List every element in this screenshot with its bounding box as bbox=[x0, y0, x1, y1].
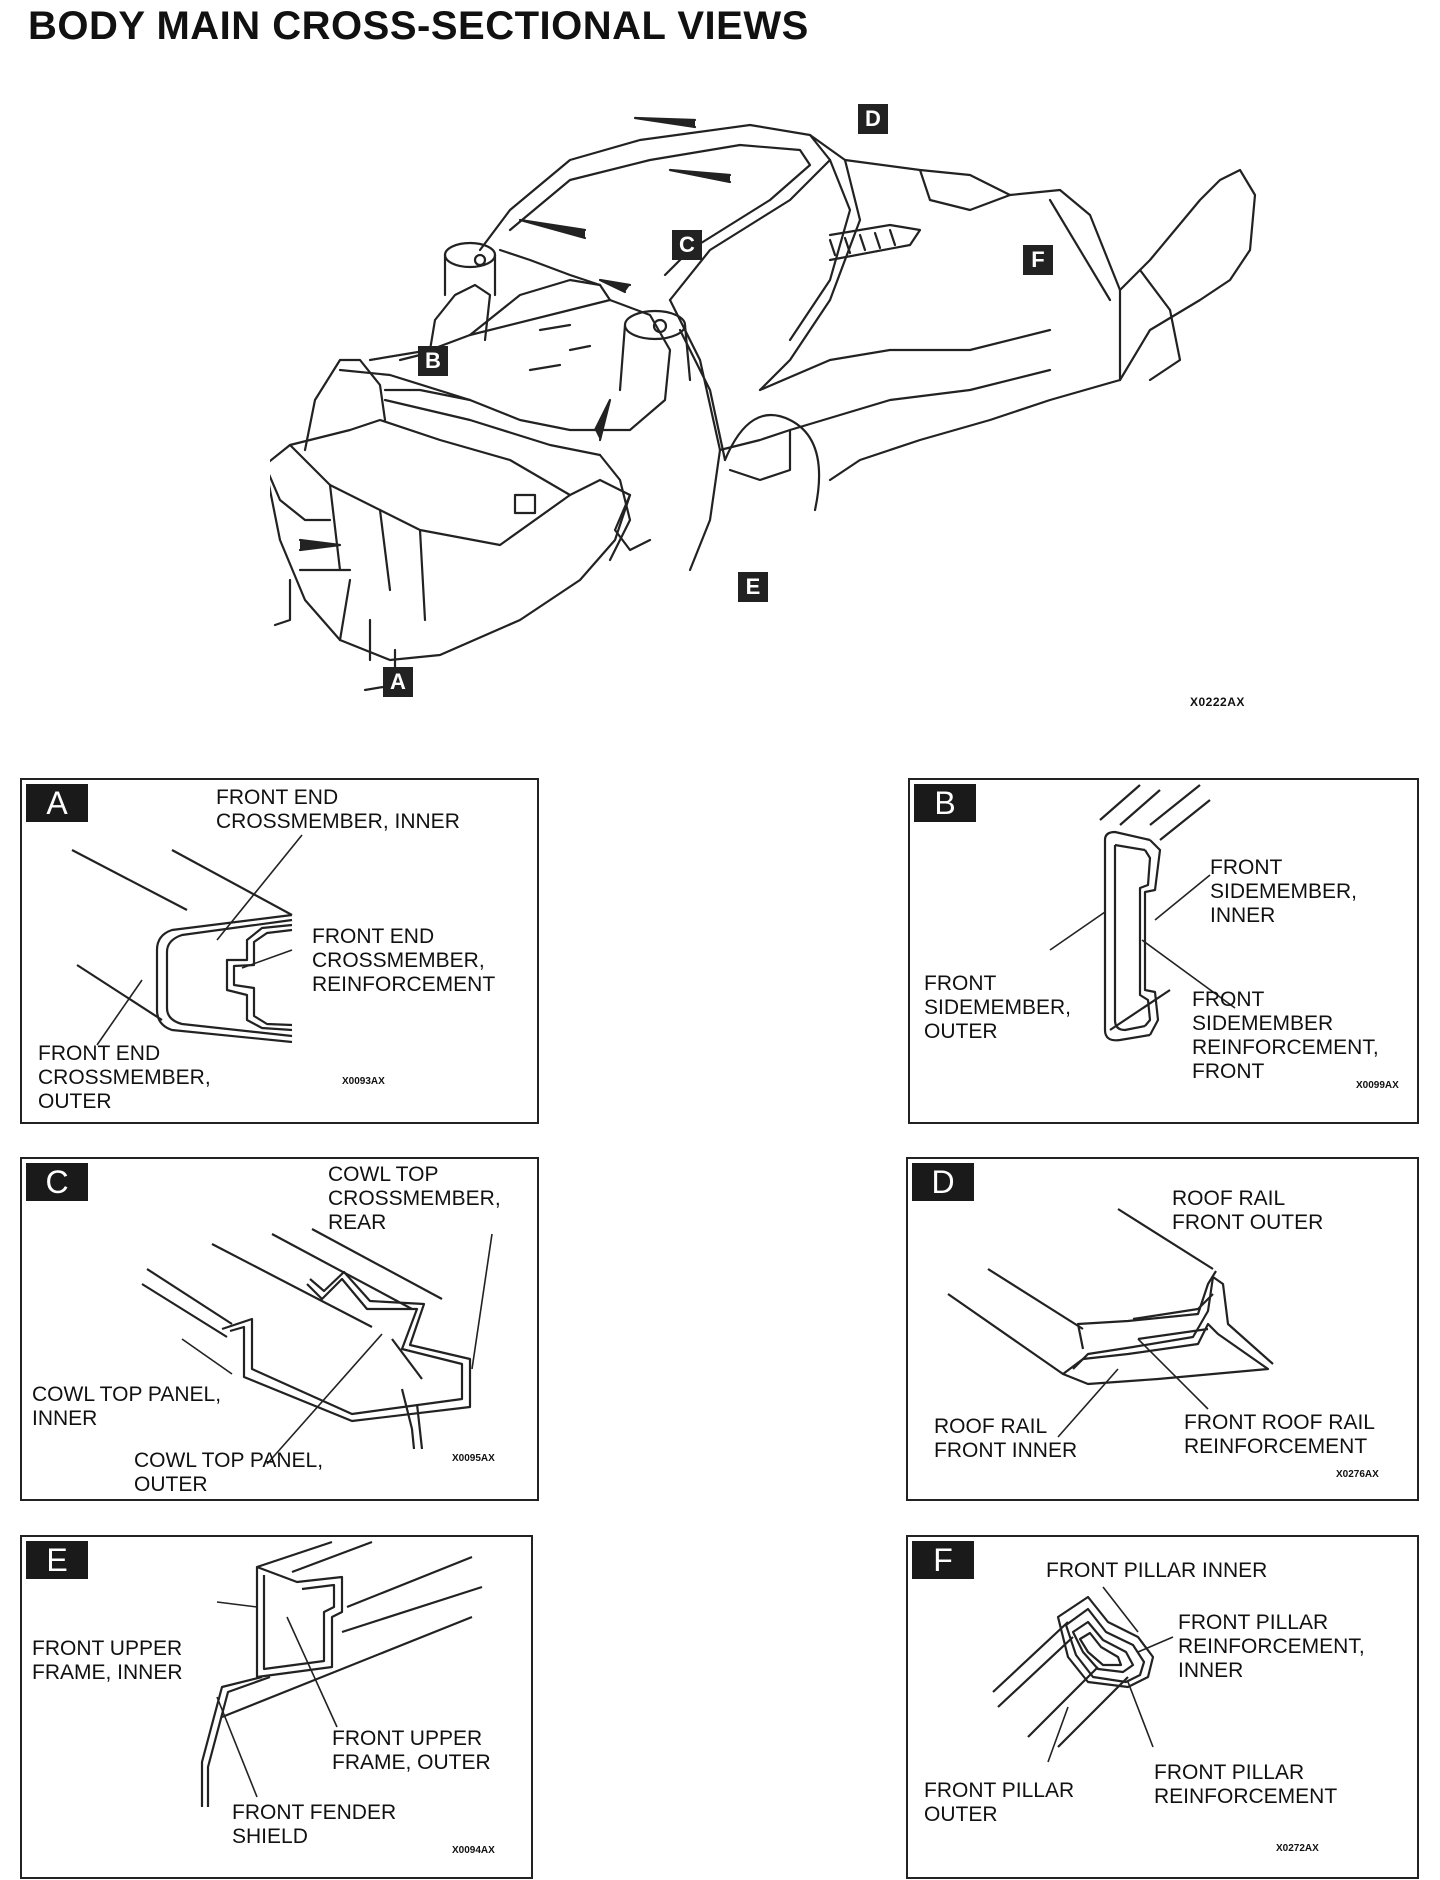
label-front-end-crossmember-outer: FRONT END CROSSMEMBER, OUTER bbox=[38, 1042, 211, 1113]
section-panel-e: E FRONT UPPER FRAME, INNER FRONT UPPER F… bbox=[20, 1535, 533, 1879]
panel-badge-c: C bbox=[26, 1163, 88, 1201]
label-roof-rail-front-outer: ROOF RAIL FRONT OUTER bbox=[1172, 1187, 1324, 1234]
panel-code-e: X0094AX bbox=[452, 1845, 495, 1856]
marker-f: F bbox=[1023, 245, 1053, 275]
panel-badge-e: E bbox=[26, 1541, 88, 1579]
label-roof-rail-front-inner: ROOF RAIL FRONT INNER bbox=[934, 1415, 1078, 1462]
label-cowl-top-panel-outer: COWL TOP PANEL, OUTER bbox=[134, 1449, 324, 1496]
label-front-sidemember-inner: FRONT SIDEMEMBER, INNER bbox=[1210, 856, 1358, 927]
marker-b: B bbox=[418, 346, 448, 376]
marker-c: C bbox=[672, 230, 702, 260]
label-front-pillar-reinforcement-inner: FRONT PILLAR REINFORCEMENT, INNER bbox=[1178, 1611, 1365, 1682]
label-front-sidemember-outer: FRONT SIDEMEMBER, OUTER bbox=[924, 972, 1072, 1043]
panel-code-a: X0093AX bbox=[342, 1076, 385, 1087]
section-panel-a: A FRONT END CROSSMEMBER, INNER FRONT END… bbox=[20, 778, 539, 1124]
section-panel-b: B FRONT SIDEMEMBER, INNER FRONT SIDEMEMB… bbox=[908, 778, 1419, 1124]
panel-badge-b: B bbox=[914, 784, 976, 822]
panel-code-f: X0272AX bbox=[1276, 1843, 1319, 1854]
label-cowl-top-panel-inner: COWL TOP PANEL, INNER bbox=[32, 1383, 222, 1430]
label-front-pillar-inner: FRONT PILLAR INNER bbox=[1046, 1559, 1268, 1582]
label-front-end-crossmember-inner: FRONT END CROSSMEMBER, INNER bbox=[216, 786, 460, 833]
label-front-upper-frame-inner: FRONT UPPER FRAME, INNER bbox=[32, 1637, 183, 1684]
overview-figure-code: X0222AX bbox=[1190, 695, 1245, 709]
panel-badge-a: A bbox=[26, 784, 88, 822]
label-front-end-crossmember-reinforcement: FRONT END CROSSMEMBER, REINFORCEMENT bbox=[312, 925, 496, 996]
marker-e: E bbox=[738, 572, 768, 602]
section-panel-f: F FRONT PILLAR INNER FRONT PILLAR REINFO… bbox=[906, 1535, 1419, 1879]
car-body-illustration bbox=[263, 100, 1280, 720]
panel-code-c: X0095AX bbox=[452, 1453, 495, 1464]
page-title: BODY MAIN CROSS-SECTIONAL VIEWS bbox=[28, 4, 809, 48]
section-panel-c: C COWL TOP CROSSMEMBER, REAR COWL TOP PA… bbox=[20, 1157, 539, 1501]
label-front-roof-rail-reinforcement: FRONT ROOF RAIL REINFORCEMENT bbox=[1184, 1411, 1375, 1458]
section-panel-d: D ROOF RAIL FRONT OUTER ROOF RAIL FRONT … bbox=[906, 1157, 1419, 1501]
panel-badge-d: D bbox=[912, 1163, 974, 1201]
panel-code-d: X0276AX bbox=[1336, 1469, 1379, 1480]
label-cowl-top-crossmember-rear: COWL TOP CROSSMEMBER, REAR bbox=[328, 1163, 501, 1234]
marker-d: D bbox=[858, 104, 888, 134]
panel-badge-f: F bbox=[912, 1541, 974, 1579]
label-front-pillar-reinforcement: FRONT PILLAR REINFORCEMENT bbox=[1154, 1761, 1338, 1808]
label-front-fender-shield: FRONT FENDER SHIELD bbox=[232, 1801, 397, 1848]
marker-a: A bbox=[383, 667, 413, 697]
label-front-sidemember-reinforcement-front: FRONT SIDEMEMBER REINFORCEMENT, FRONT bbox=[1192, 988, 1379, 1083]
label-front-pillar-outer: FRONT PILLAR OUTER bbox=[924, 1779, 1075, 1826]
label-front-upper-frame-outer: FRONT UPPER FRAME, OUTER bbox=[332, 1727, 491, 1774]
panel-code-b: X0099AX bbox=[1356, 1080, 1399, 1091]
